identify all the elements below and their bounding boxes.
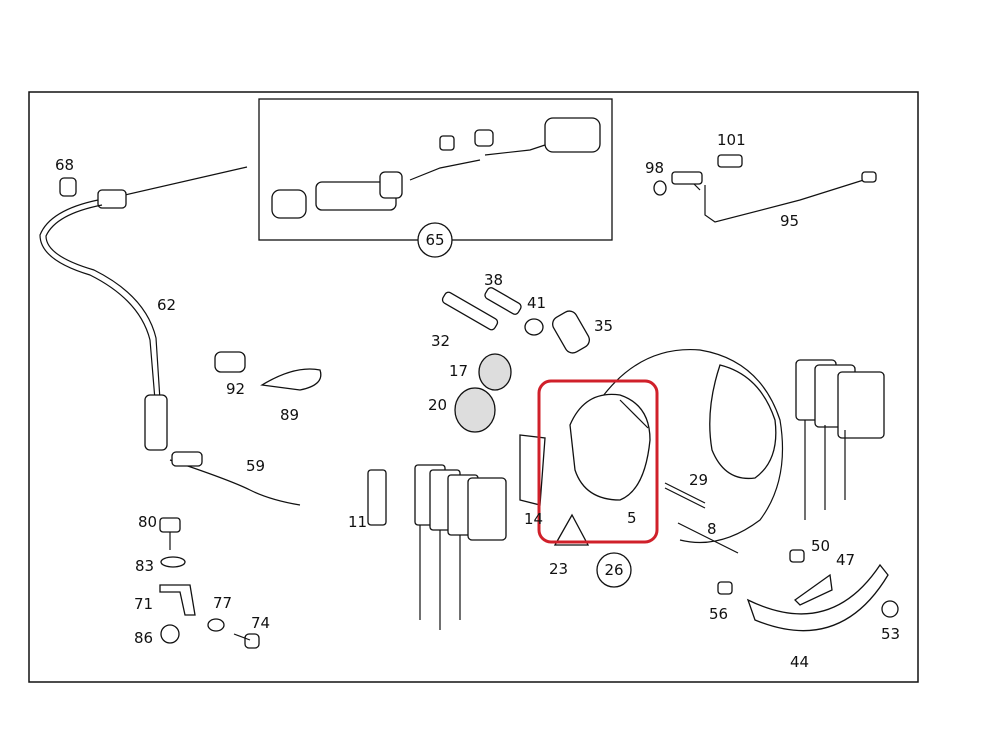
label-8: 8 — [707, 520, 717, 538]
brake-pads-left — [367, 464, 507, 630]
callout-circle-26 — [596, 552, 632, 588]
label-89: 89 — [280, 406, 299, 424]
label-98: 98 — [645, 159, 664, 177]
diagram-frame — [28, 91, 919, 683]
label-101: 101 — [717, 131, 746, 149]
sensor-cable — [39, 166, 301, 506]
caliper-parts — [441, 287, 590, 433]
label-59: 59 — [246, 457, 265, 475]
label-32: 32 — [431, 332, 450, 350]
label-35: 35 — [594, 317, 613, 335]
label-11: 11 — [348, 513, 367, 531]
label-29: 29 — [689, 471, 708, 489]
label-23: 23 — [549, 560, 568, 578]
label-50: 50 — [811, 537, 830, 555]
dust-shield — [717, 549, 899, 632]
label-68: 68 — [55, 156, 74, 174]
label-41: 41 — [527, 294, 546, 312]
connector-inset — [258, 98, 613, 241]
brake-pads-right — [795, 359, 885, 520]
callout-circle-65 — [417, 222, 453, 258]
wear-sensor — [653, 154, 877, 223]
highlight-box — [537, 379, 659, 544]
label-5: 5 — [627, 509, 637, 527]
label-17: 17 — [449, 362, 468, 380]
label-14: 14 — [524, 510, 543, 528]
brake-caliper — [519, 348, 784, 554]
label-77: 77 — [213, 594, 232, 612]
label-86: 86 — [134, 629, 153, 647]
label-83: 83 — [135, 557, 154, 575]
label-38: 38 — [484, 271, 503, 289]
label-62: 62 — [157, 296, 176, 314]
label-47: 47 — [836, 551, 855, 569]
label-20: 20 — [428, 396, 447, 414]
label-92: 92 — [226, 380, 245, 398]
label-53: 53 — [881, 625, 900, 643]
label-80: 80 — [138, 513, 157, 531]
label-65: 65 — [425, 231, 444, 249]
label-95: 95 — [780, 212, 799, 230]
label-71: 71 — [134, 595, 153, 613]
left-small-parts — [159, 351, 322, 649]
label-26: 26 — [604, 561, 623, 579]
label-74: 74 — [251, 614, 270, 632]
label-56: 56 — [709, 605, 728, 623]
label-44: 44 — [790, 653, 809, 671]
